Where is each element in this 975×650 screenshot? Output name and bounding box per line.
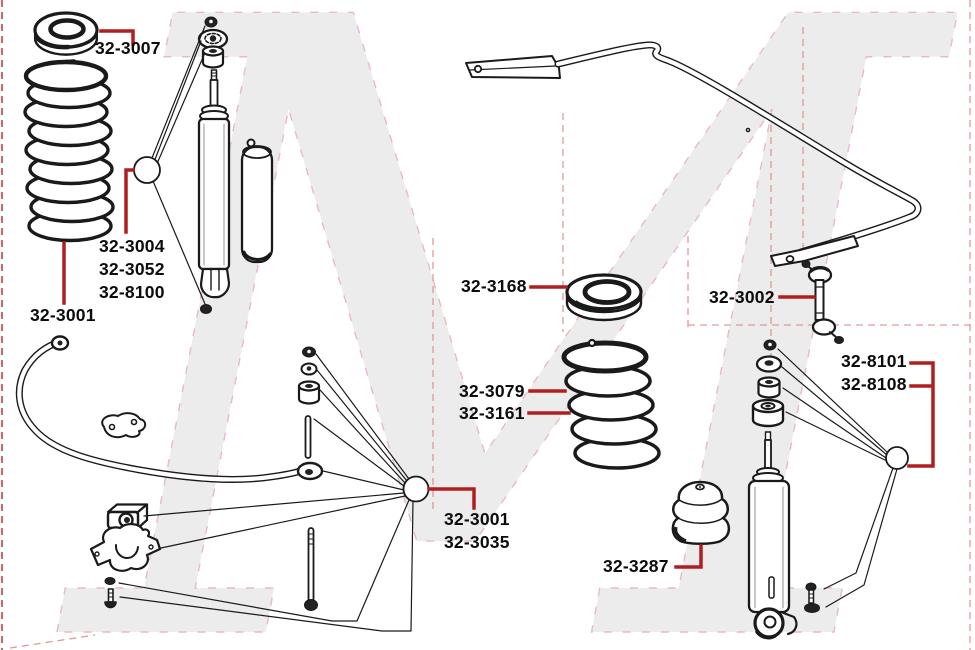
stabilizer-bushing-block [106, 503, 149, 530]
leader-32-3004 [124, 168, 135, 234]
front-shock-absorber [197, 69, 231, 314]
washer-icon [300, 362, 318, 376]
part-label-32-8108: 32-8108 [841, 374, 907, 394]
leader-32-3287 [674, 544, 703, 569]
leader-32-3001-rear [427, 487, 476, 510]
mounting-plug-icon [804, 603, 820, 613]
part-label-32-3007: 32-3007 [95, 38, 161, 58]
rear-rubber-bump-stop [671, 480, 731, 545]
rear-stabilizer-bar [465, 41, 922, 267]
part-label-32-8100: 32-8100 [99, 282, 165, 302]
part-label-32-3004: 32-3004 [99, 236, 165, 256]
rear-callout-balloon [885, 446, 909, 470]
front-spring-pad-ring [33, 11, 99, 56]
leader-32-3007 [99, 29, 135, 46]
part-label-32-3161: 32-3161 [459, 403, 525, 423]
front-callout-balloon [133, 156, 161, 184]
red-leader-lines [62, 29, 935, 569]
rear-spring-pad-ring [565, 273, 643, 322]
leader-32-8101 [907, 361, 935, 468]
bushing-icon [297, 380, 321, 405]
small-bushing-icon [757, 376, 781, 399]
bushing-icon [201, 45, 225, 69]
part-label-32-8101: 32-8101 [841, 351, 907, 371]
part-label-32-3079: 32-3079 [459, 381, 525, 401]
shock-stud-nut [200, 304, 212, 314]
front-stabilizer-group [15, 335, 430, 632]
stabilizer-small-parts [297, 346, 321, 611]
front-coil-spring [23, 59, 115, 243]
part-label-32-3001-front: 32-3001 [30, 305, 96, 325]
front-callout-leaders [151, 25, 206, 305]
rear-shock-mounting-parts [751, 339, 909, 613]
clamp-bolt-icon [104, 577, 117, 609]
washer-icon [755, 355, 783, 373]
bump-stop-cylinder [240, 138, 274, 264]
front-shock-mounting-parts [197, 16, 229, 69]
nut-icon [204, 16, 218, 28]
rear-coil-spring [561, 338, 661, 470]
front-stab-callout-balloon [402, 475, 430, 503]
nut-icon [763, 339, 777, 351]
large-bushing-icon [751, 398, 785, 428]
stabilizer-link [801, 260, 844, 344]
stabilizer-bracket-plate [101, 412, 147, 439]
stabilizer-clamp-bracket [89, 523, 162, 572]
part-label-32-3001-rear: 32-3001 [444, 509, 510, 529]
rear-callout-leaders [777, 348, 898, 608]
rear-shock-absorber [747, 431, 798, 640]
mounting-bolt-icon [805, 582, 817, 604]
long-bolt-icon [304, 527, 318, 611]
link-pin-icon [304, 415, 312, 459]
part-label-32-3052: 32-3052 [99, 259, 165, 279]
part-label-32-3168: 32-3168 [461, 276, 527, 296]
part-label-32-3287: 32-3287 [603, 556, 669, 576]
front-stab-callout-leaders [118, 353, 414, 632]
front-suspension-group [23, 11, 274, 314]
part-label-32-3035: 32-3035 [444, 532, 510, 552]
part-label-32-3002: 32-3002 [709, 287, 775, 307]
domed-washer-icon [197, 28, 229, 50]
